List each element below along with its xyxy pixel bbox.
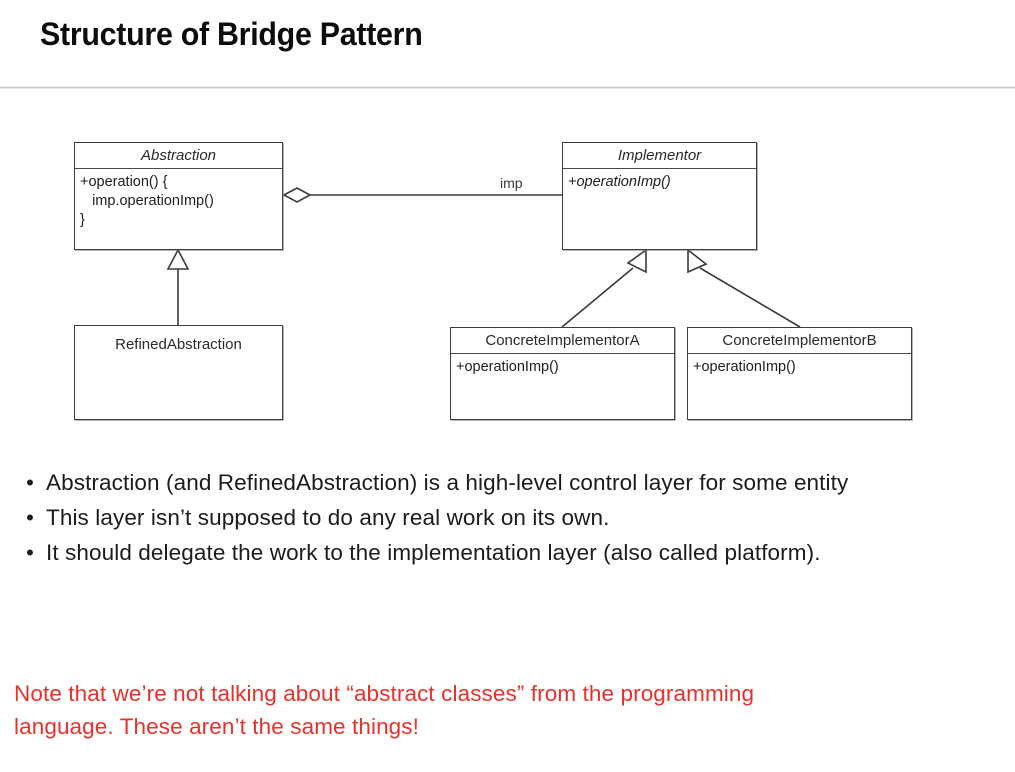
uml-class-concrete-implementor-b[interactable]: ConcreteImplementorB +operationImp() xyxy=(687,327,912,420)
bullet-marker-icon: • xyxy=(26,505,34,530)
list-item: • It should delegate the work to the imp… xyxy=(14,536,1004,569)
uml-class-members: +operationImp() xyxy=(693,359,796,375)
uml-class-name: Implementor xyxy=(563,143,756,169)
generalization-triangle-icon xyxy=(626,248,647,274)
page-title: Structure of Bridge Pattern xyxy=(40,16,423,52)
title-divider xyxy=(0,86,1015,89)
uml-class-concrete-implementor-a[interactable]: ConcreteImplementorA +operationImp() xyxy=(450,327,675,420)
warning-note-line: language. These aren’t the same things! xyxy=(14,714,419,739)
generalization-connector-a xyxy=(561,248,647,328)
uml-class-implementor[interactable]: Implementor +operationImp() xyxy=(562,142,757,250)
bullet-list: • Abstraction (and RefinedAbstraction) i… xyxy=(14,466,1004,571)
list-item: • Abstraction (and RefinedAbstraction) i… xyxy=(14,466,1004,499)
uml-connectors xyxy=(166,187,801,328)
bullet-marker-icon: • xyxy=(26,470,34,495)
uml-class-name: ConcreteImplementorA xyxy=(451,328,674,354)
list-item-text: This layer isn’t supposed to do any real… xyxy=(46,505,610,530)
uml-class-members: +operationImp() xyxy=(456,359,559,375)
list-item-text: It should delegate the work to the imple… xyxy=(46,540,821,565)
uml-class-name: RefinedAbstraction xyxy=(115,336,242,353)
uml-class-members: +operationImp() xyxy=(568,174,671,190)
uml-class-name: ConcreteImplementorB xyxy=(688,328,911,354)
warning-note: Note that we’re not talking about “abstr… xyxy=(14,677,1009,743)
generalization-triangle-icon xyxy=(687,248,708,274)
uml-class-name: Abstraction xyxy=(75,143,282,169)
generalization-connector-refined xyxy=(166,248,190,325)
bullet-marker-icon: • xyxy=(26,540,34,565)
list-item: • This layer isn’t supposed to do any re… xyxy=(14,501,1004,534)
generalization-connector-b xyxy=(687,248,801,328)
uml-class-abstraction[interactable]: Abstraction +operation() { imp.operation… xyxy=(74,142,283,250)
uml-class-diagram: Abstraction +operation() { imp.operation… xyxy=(0,120,1015,450)
list-item-text: Abstraction (and RefinedAbstraction) is … xyxy=(46,470,849,495)
uml-class-members: +operation() { imp.operationImp() } xyxy=(80,174,214,229)
aggregation-diamond-icon xyxy=(282,187,312,203)
generalization-triangle-icon xyxy=(166,248,190,270)
association-label-imp: imp xyxy=(500,175,523,191)
warning-note-line: Note that we’re not talking about “abstr… xyxy=(14,681,755,706)
aggregation-connector xyxy=(282,187,562,203)
uml-class-refined-abstraction[interactable]: RefinedAbstraction xyxy=(74,325,283,420)
